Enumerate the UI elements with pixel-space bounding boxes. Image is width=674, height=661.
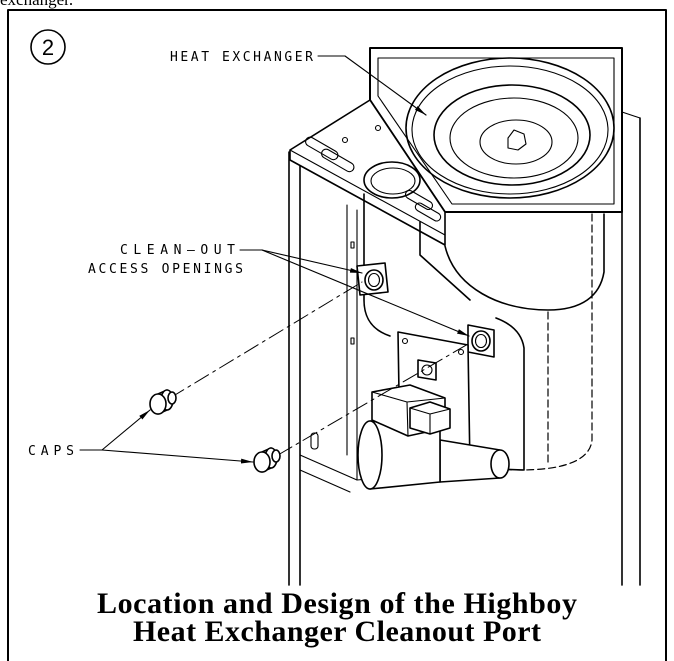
exchanger-top-center-ring: [479, 119, 553, 165]
flue-pipe-left: [363, 193, 391, 337]
top-frame-inner: [377, 57, 615, 205]
label-caps: CAPS: [28, 444, 74, 459]
burner-assembly: [357, 331, 510, 490]
top-panel-front-edge: [289, 149, 446, 236]
top-frame-outer: [369, 47, 623, 213]
exchanger-top-ring: [433, 84, 591, 186]
wall-tab-upper: [350, 241, 355, 249]
cleanout-port-upper: [356, 262, 389, 296]
drum-visible-outline: [444, 213, 605, 311]
figure-caption-line1: Location and Design of the Highboy: [97, 587, 577, 620]
cap-upper-knob: [167, 391, 177, 405]
caps-leader-arrow-upper: [101, 409, 151, 451]
exchanger-top-inner-ring: [449, 97, 579, 179]
burner-tube-end: [490, 449, 510, 479]
label-clean-out-line2: ACCESS OPENINGS: [88, 262, 243, 277]
figure-number-badge: 2: [30, 29, 66, 65]
cabinet-floor-lip: [299, 469, 351, 493]
panel-slot-1: [305, 136, 339, 161]
heat-exchanger-leader-arrow: [344, 55, 427, 116]
cap-upper-face: [149, 393, 167, 415]
figure-number-circle: [30, 29, 66, 65]
clean-out-leader-arrow-upper: [261, 249, 363, 274]
panel-slot-4: [414, 202, 442, 222]
panel-slot-2: [321, 148, 355, 173]
cleanout-port-lower: [467, 324, 495, 358]
cleanout-opening-upper: [364, 269, 384, 291]
cap-lower-knob: [271, 449, 281, 463]
exchanger-flange-outer: [405, 57, 615, 199]
combustion-chamber-outline: [469, 317, 525, 471]
observation-port: [417, 359, 437, 381]
slotted-top-panel: [289, 99, 446, 246]
left-wall-slot: [310, 432, 319, 450]
label-heat-exchanger: HEAT EXCHANGER: [170, 50, 313, 65]
blower-face: [357, 420, 383, 490]
flue-pipe-right: [419, 221, 471, 301]
wall-tab-lower: [350, 337, 355, 345]
flue-opening: [363, 161, 421, 199]
label-clean-out-line1: CLEAN—OUT: [120, 243, 235, 258]
cap-alignment-line-upper: [169, 281, 363, 399]
cap-lower-face: [253, 451, 271, 473]
top-panel-outline: [289, 99, 446, 246]
leader-lines: [79, 55, 470, 464]
burner-motor-box-edges: [371, 391, 446, 437]
cleanout-opening-lower: [471, 330, 491, 352]
figure-frame: [7, 9, 667, 661]
exchanger-flange-inner: [411, 65, 609, 195]
cleanout-opening-lower-inner: [474, 333, 488, 349]
exchanger-top-cap: [507, 129, 527, 151]
clean-out-leader-arrow-lower: [261, 249, 470, 337]
cap-alignment-line-lower: [277, 343, 469, 456]
caps-leader-arrow-lower: [101, 449, 254, 464]
observation-port-window: [421, 364, 433, 376]
right-panel-top-edge: [621, 111, 641, 119]
heat-exchanger-drum: [444, 213, 605, 471]
panel-hole-2: [374, 124, 382, 132]
flue-pipe: [363, 193, 471, 337]
figure-caption-line2: Heat Exchanger Cleanout Port: [133, 615, 541, 648]
cap-upper: [149, 389, 177, 415]
cabinet: [288, 47, 641, 586]
page-text-fragment: exchanger.: [0, 0, 73, 9]
ignition-transformer-edges: [409, 407, 451, 435]
panel-hole-1: [341, 136, 349, 144]
flue-opening-inner: [370, 167, 416, 195]
figure-number: 2: [42, 35, 54, 60]
plate-bolt-1: [401, 337, 409, 345]
top-compartment: [369, 47, 623, 213]
cap-lower: [253, 447, 281, 473]
cleanout-opening-upper-inner: [367, 272, 381, 288]
plate-bolt-2: [457, 348, 465, 356]
